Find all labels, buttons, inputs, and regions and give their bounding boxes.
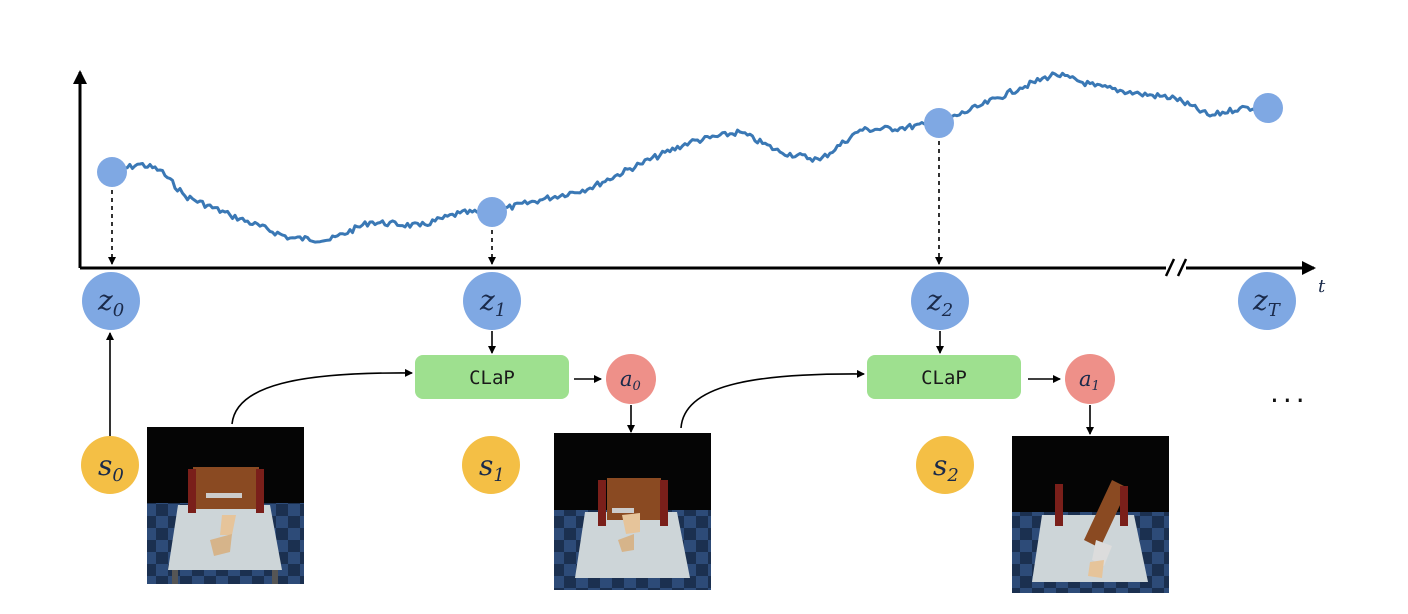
clap-blocks: CLaP CLaP bbox=[415, 355, 1021, 399]
latent-node-z2: z2 bbox=[911, 272, 969, 330]
state-node-s0: s0 bbox=[81, 436, 139, 494]
arrow-scene0-to-clap0 bbox=[231, 368, 413, 425]
scene-image-1 bbox=[554, 433, 711, 590]
continuation-ellipsis: ··· bbox=[1270, 384, 1309, 417]
state-node-s1: s1 bbox=[462, 436, 520, 494]
scene-image-2 bbox=[1012, 436, 1169, 593]
svg-text:z1: z1 bbox=[479, 284, 506, 321]
svg-text:CLaP: CLaP bbox=[921, 367, 967, 389]
svg-text:s1: s1 bbox=[479, 449, 505, 486]
sample-point-1 bbox=[477, 197, 507, 227]
svg-text:a1: a1 bbox=[1079, 367, 1100, 394]
svg-text:s0: s0 bbox=[98, 449, 124, 486]
svg-text:z2: z2 bbox=[926, 284, 953, 321]
sample-point-T bbox=[1253, 93, 1283, 123]
clap-block-0: CLaP bbox=[415, 355, 569, 399]
sample-point-0 bbox=[97, 157, 127, 187]
arrow-scene1-to-clap1 bbox=[680, 369, 865, 429]
svg-text:zT: zT bbox=[1252, 284, 1282, 321]
svg-text:z0: z0 bbox=[97, 284, 124, 321]
state-nodes: s0 s1 s2 bbox=[81, 436, 974, 494]
svg-text:a0: a0 bbox=[620, 367, 641, 394]
t-axis-label: t bbox=[1318, 276, 1326, 297]
latent-node-z0: z0 bbox=[82, 272, 140, 330]
action-node-a0: a0 bbox=[606, 354, 656, 404]
scene-image-0 bbox=[147, 427, 304, 584]
connectors bbox=[106, 331, 1094, 436]
axes: t bbox=[73, 70, 1326, 297]
latent-node-z1: z1 bbox=[463, 272, 521, 330]
action-nodes: a0 a1 bbox=[606, 354, 1115, 404]
latent-nodes: z0 z1 z2 zT bbox=[82, 272, 1296, 330]
axis-break-mark bbox=[1164, 258, 1188, 277]
state-node-s2: s2 bbox=[916, 436, 974, 494]
latent-trajectory bbox=[111, 71, 1269, 244]
svg-text:CLaP: CLaP bbox=[469, 367, 515, 389]
trajectory-samples bbox=[97, 93, 1283, 227]
svg-text:s2: s2 bbox=[933, 449, 959, 486]
projection-lines bbox=[108, 141, 943, 265]
sample-point-2 bbox=[924, 108, 954, 138]
action-node-a1: a1 bbox=[1065, 354, 1115, 404]
latent-node-zT: zT bbox=[1238, 272, 1296, 330]
clap-block-1: CLaP bbox=[867, 355, 1021, 399]
